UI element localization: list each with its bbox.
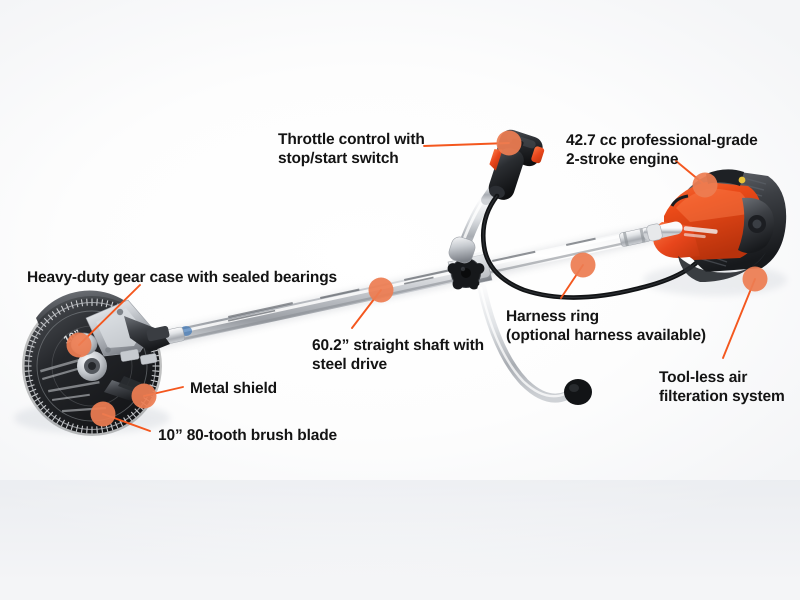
callout-dot-throttle-control[interactable] bbox=[496, 130, 522, 156]
callout-label-metal-shield: Metal shield bbox=[190, 380, 277, 397]
callout-label-straight-shaft: 60.2” straight shaft with steel drive bbox=[312, 337, 484, 373]
callout-dot-brush-blade[interactable] bbox=[90, 401, 116, 427]
callout-label-brush-blade: 10” 80-tooth brush blade bbox=[158, 427, 337, 444]
support-handle bbox=[477, 283, 592, 405]
drive-shaft bbox=[119, 223, 669, 356]
callout-label-gear-case: Heavy-duty gear case with sealed bearing… bbox=[27, 269, 338, 286]
floor-shadow bbox=[0, 480, 800, 600]
callout-label-air-filtration-system: Tool-less air filteration system bbox=[659, 369, 785, 405]
callout-dot-gear-case[interactable] bbox=[66, 332, 92, 358]
callout-dot-harness-ring[interactable] bbox=[570, 252, 596, 278]
leader-line-gear-case bbox=[78, 284, 141, 346]
leader-line-air-filtration-system bbox=[722, 278, 756, 359]
callout-dot-engine[interactable] bbox=[692, 172, 718, 198]
callout-dot-straight-shaft[interactable] bbox=[368, 277, 394, 303]
handle-bracket bbox=[447, 177, 503, 290]
callout-label-harness-ring: Harness ring (optional harness available… bbox=[506, 308, 706, 344]
leader-line-throttle-control bbox=[423, 142, 510, 147]
callout-dot-air-filtration-system[interactable] bbox=[742, 266, 768, 292]
callout-label-engine: 42.7 cc professional-grade 2-stroke engi… bbox=[566, 132, 758, 168]
callout-label-throttle-control: Throttle control with stop/start switch bbox=[278, 131, 425, 167]
callout-dot-metal-shield[interactable] bbox=[131, 383, 157, 409]
